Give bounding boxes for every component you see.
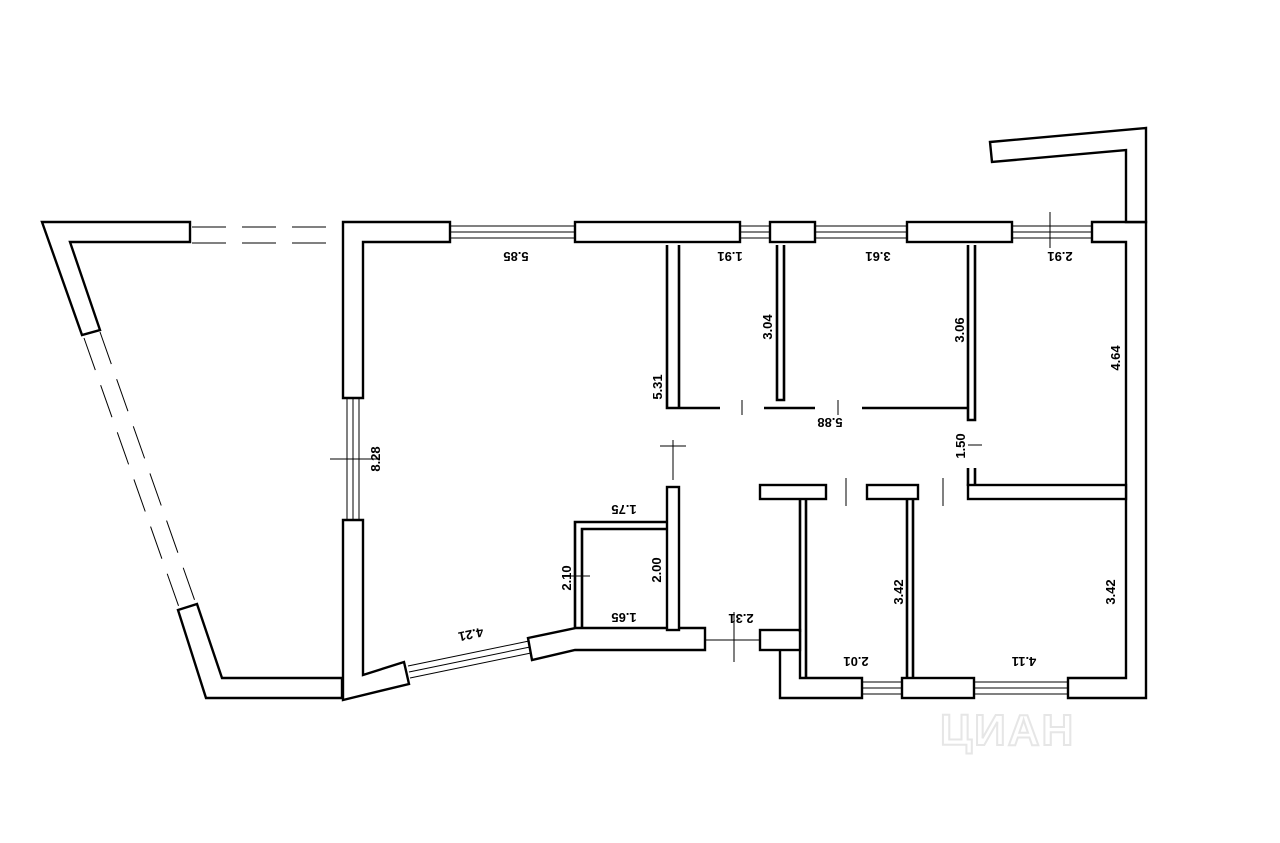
dim-421: 4.21 [457,624,485,644]
dim-200: 2.00 [649,557,664,582]
dim-175: 1.75 [611,502,636,517]
window-bottom-angled [407,640,532,679]
balcony-wall-bottom [176,602,344,700]
balcony [40,220,344,700]
balcony-wall-top [40,220,192,337]
dim-304: 3.04 [760,314,775,340]
watermark-logo: ЦИАН [940,706,1075,755]
wall-top-mid [573,220,742,244]
dim-531: 5.31 [650,374,665,399]
dim-342-left: 3.42 [891,579,906,604]
dim-top-191: 1.91 [717,249,742,264]
dim-top-361: 3.61 [865,249,890,264]
outer-walls [341,126,1148,702]
interior-walls [573,245,1128,678]
dim-231: 2.31 [728,611,753,626]
window-top-2 [740,225,770,239]
window-top-3 [815,225,907,239]
window-bottom-1 [862,681,902,695]
dim-306: 3.06 [952,317,967,342]
wall-left-lower [341,518,411,702]
window-top-4 [1012,225,1092,239]
wall-bottom-mid [900,676,976,700]
dim-165: 1.65 [611,610,636,625]
window-top-1 [450,225,575,239]
wall-bottom-short [758,628,802,652]
dim-411: 4.11 [1012,654,1037,669]
windows [346,225,1092,695]
dim-top-291: 2.91 [1047,249,1072,264]
dim-210: 2.10 [559,565,574,590]
wall-bath-right [665,485,681,632]
wall-bottom-angled [526,626,707,662]
balcony-stub-right [988,126,1148,224]
wall-top-pier [768,220,817,244]
window-bottom-2 [974,681,1068,695]
wall-top-right [905,220,1014,244]
wall-hall-partition [966,483,1128,501]
dimension-labels: 5.85 1.91 3.61 2.91 3.04 3.06 4.64 5.31 … [368,249,1123,669]
dim-top-585: 5.85 [503,249,528,264]
opening-marks [330,212,1051,662]
dim-464: 4.64 [1108,345,1123,371]
dim-201: 2.01 [843,654,868,669]
dim-828: 8.28 [368,446,383,471]
dim-150: 1.50 [953,433,968,458]
wall-pier-b [865,483,920,501]
wall-right [1066,220,1148,700]
wall-top-left-corner [341,220,452,400]
dim-342-right: 3.42 [1103,579,1118,604]
dim-588: 5.88 [817,415,842,430]
wall-pier-a [758,483,828,501]
